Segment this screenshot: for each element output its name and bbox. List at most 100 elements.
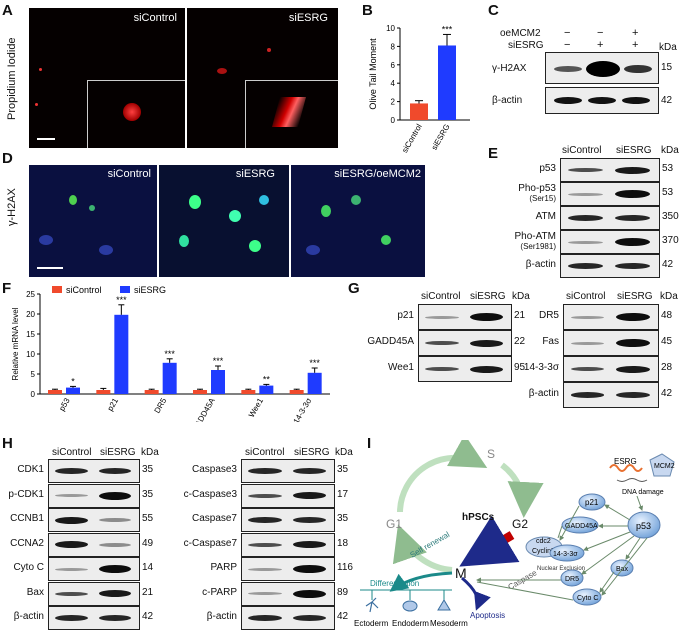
y-tick-label: 0 — [31, 390, 36, 399]
gadd45a-label: GADD45A — [565, 523, 598, 530]
blot-kda: 95 — [514, 362, 526, 373]
blot-row-label: Bax — [4, 587, 44, 598]
protein-name: β-actin — [13, 611, 44, 622]
blot-band — [248, 567, 282, 571]
blot-band — [614, 166, 651, 174]
blot-strip-gr3 — [563, 382, 659, 408]
x-tick-label: 14-3-3σ — [292, 396, 314, 422]
protein-name: Bax — [26, 586, 44, 598]
p21-cdc2-arrow — [559, 505, 580, 541]
blot-band — [55, 541, 88, 548]
blot-row-label: Fas — [519, 336, 559, 347]
c-sign-r1-2: − — [597, 27, 604, 39]
blot-row-label: c-Caspase3 — [183, 489, 237, 500]
esrg-icon — [609, 464, 643, 472]
panel-a-ylabel: Propidium Iodide — [6, 37, 18, 120]
panel-letter-e: E — [488, 145, 499, 162]
mcm2-icon — [649, 453, 675, 477]
blot-kda: 22 — [514, 336, 526, 347]
ih-image-sicontrol: siControl — [29, 165, 157, 277]
blot-strip-gl1 — [418, 330, 512, 356]
y-tick-label: 8 — [391, 42, 396, 51]
p53-sigma-arrow — [583, 531, 631, 551]
panel-d-ylabel: γ-H2AX — [6, 188, 18, 226]
e-kda-header: kDa — [661, 145, 679, 156]
ih-image-siesrg-oemcm2: siESRG/oeMCM2 — [291, 165, 425, 277]
blot-row-label: β-actin — [183, 611, 237, 622]
c-row1-label: oeMCM2 — [500, 28, 541, 39]
mesoderm-label: Mesoderm — [430, 619, 468, 628]
nucleus — [259, 195, 269, 205]
blot-kda: 42 — [662, 259, 674, 270]
y-tick-label: 25 — [26, 290, 35, 299]
blot-band — [292, 468, 326, 474]
significance-mark: *** — [213, 356, 224, 366]
cytoc-label: Cyto C — [577, 595, 598, 602]
bar — [193, 390, 207, 394]
c-sign-r2-1: − — [564, 39, 571, 51]
protein-name: Pho-ATM — [514, 231, 557, 242]
ih-image-siesrg: siESRG — [159, 165, 289, 277]
nucleus — [69, 195, 77, 205]
blot-band — [622, 97, 650, 104]
significance-mark: ** — [263, 374, 271, 384]
cell-dot — [217, 68, 227, 74]
legend-swatch — [52, 286, 62, 293]
nucleus — [89, 205, 95, 211]
g-left-kda-header: kDa — [512, 291, 530, 302]
bar — [162, 362, 177, 394]
sigma-node — [549, 544, 585, 562]
blot-row-label: CCNB1 — [4, 513, 44, 524]
c-sign-r1-1: − — [564, 27, 571, 39]
pi-inset-sicontrol — [87, 80, 185, 148]
blot-band — [567, 240, 604, 244]
phase-s: S — [487, 447, 495, 461]
protein-name: PARP — [210, 562, 238, 573]
e-lane-2: siESRG — [616, 145, 652, 156]
blot-kda: 18 — [337, 537, 349, 549]
blot-strip-e3 — [560, 230, 660, 254]
apoptosis-label: Apoptosis — [470, 611, 505, 620]
blot-band — [469, 313, 503, 321]
blot-band — [248, 468, 282, 474]
p53-cytoc-arrow — [601, 537, 648, 596]
g-right-kda-header: kDa — [660, 291, 678, 302]
blot-kda: 350 — [662, 211, 679, 222]
blot-row-label: p-CDK1 — [4, 489, 44, 500]
blot-kda: 370 — [662, 235, 679, 246]
blot-band — [586, 61, 620, 77]
bar — [144, 390, 159, 394]
apoptosis-arrow — [461, 576, 491, 611]
protein-name: Caspase3 — [191, 464, 237, 475]
legend-swatch — [120, 286, 130, 293]
nucleus — [321, 205, 331, 217]
protein-name: CCNA2 — [10, 537, 44, 549]
ih-label-siesrg: siESRG — [235, 168, 275, 180]
blot-band — [292, 589, 326, 598]
g-right-lane-1: siControl — [566, 291, 606, 302]
endoderm-icon — [402, 600, 418, 612]
comet-tail — [271, 97, 307, 127]
cell-dot — [35, 103, 38, 106]
g-right-lane-2: siESRG — [617, 291, 653, 302]
c-kda-header: kDa — [659, 42, 677, 53]
dr5-label: DR5 — [565, 576, 579, 583]
blot-kda: 21 — [142, 586, 154, 598]
protein-name: c-PARP — [202, 586, 237, 598]
x-tick-label: siControl — [400, 122, 424, 154]
bar — [410, 103, 428, 120]
blot-strip-hr3 — [241, 532, 335, 557]
blot-row-label: GADD45A — [364, 336, 414, 347]
h-left-lane-2: siESRG — [100, 447, 136, 458]
ectoderm-icon — [365, 597, 379, 613]
blot-band — [615, 313, 650, 321]
blot-band — [615, 392, 650, 398]
blot-strip-hl2 — [48, 508, 140, 532]
pi-label-sicontrol: siControl — [133, 12, 177, 24]
bar — [66, 387, 80, 394]
blot-row-label: Pho-ATM(Ser1981) — [498, 231, 557, 251]
panel-letter-c: C — [488, 2, 499, 19]
dr5-node — [560, 569, 584, 587]
panel-letter-d: D — [2, 150, 13, 167]
